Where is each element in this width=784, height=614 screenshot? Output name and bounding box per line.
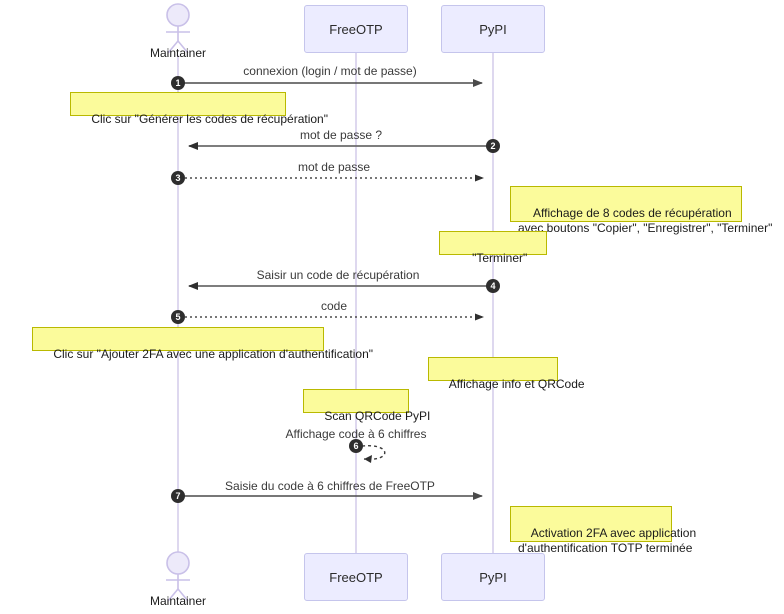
message-label-6: Affichage code à 6 chiffres <box>285 427 427 441</box>
note-generer-codes: Clic sur "Générer les codes de récupérat… <box>70 92 328 126</box>
actor-label-maintainer-top: Maintainer <box>149 46 207 60</box>
participant-box-freeotp-bottom[interactable]: FreeOTP <box>304 553 408 601</box>
participant-box-pypi-bottom[interactable]: PyPI <box>441 553 545 601</box>
actor-label-maintainer-bottom: Maintainer <box>149 594 207 608</box>
message-label-2: mot de passe ? <box>299 128 383 142</box>
actor-maintainer-bottom-icon <box>166 551 190 602</box>
message-label-7: Saisie du code à 6 chiffres de FreeOTP <box>225 479 435 493</box>
sequence-number-4: 4 <box>486 279 500 293</box>
note-scan-qrcode: Scan QRCode PyPI <box>303 389 430 423</box>
sequence-number-6: 6 <box>349 439 363 453</box>
participant-label-freeotp-bottom: FreeOTP <box>329 569 383 585</box>
message-label-3: mot de passe <box>297 160 371 174</box>
note-ajouter-2fa: Clic sur "Ajouter 2FA avec une applicati… <box>32 327 373 361</box>
participant-box-freeotp-top[interactable]: FreeOTP <box>304 5 408 53</box>
participant-label-freeotp-top: FreeOTP <box>329 21 383 37</box>
note-affichage-qrcode: Affichage info et QRCode <box>428 357 585 391</box>
note-activation-2fa: Activation 2FA avec application d'authen… <box>510 506 696 555</box>
message-label-4: Saisir un code de récupération <box>256 268 420 282</box>
sequence-number-3: 3 <box>171 171 185 185</box>
message-label-1: connexion (login / mot de passe) <box>243 64 417 78</box>
note-affichage-codes: Affichage de 8 codes de récupération ave… <box>510 186 772 235</box>
participant-label-pypi-bottom: PyPI <box>479 569 507 585</box>
sequence-number-7: 7 <box>171 489 185 503</box>
sequence-number-5: 5 <box>171 310 185 324</box>
actor-maintainer-top-icon <box>166 3 190 54</box>
message-arrow-6-self-loop <box>361 445 386 463</box>
sequence-number-2: 2 <box>486 139 500 153</box>
participant-label-pypi-top: PyPI <box>479 21 507 37</box>
note-terminer: "Terminer" <box>439 231 547 265</box>
participant-box-pypi-top[interactable]: PyPI <box>441 5 545 53</box>
sequence-number-1: 1 <box>171 76 185 90</box>
message-label-5: code <box>320 299 348 313</box>
